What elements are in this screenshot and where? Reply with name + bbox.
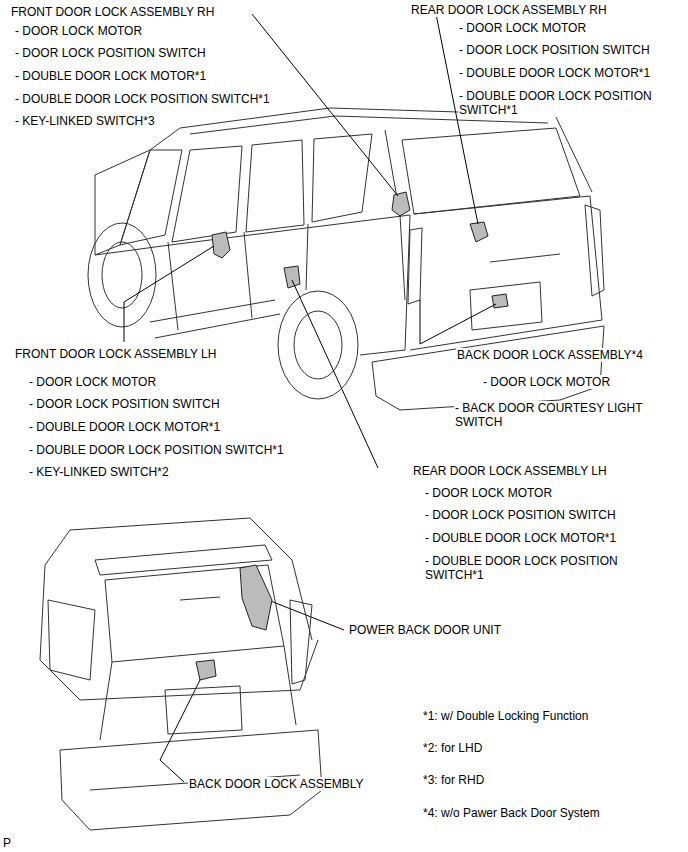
part-label: BACK DOOR LOCK ASSEMBLY*4 (456, 348, 644, 362)
part-label: - DOUBLE DOOR LOCK MOTOR*1 (28, 420, 221, 434)
part-label: - DOUBLE DOOR LOCK POSITION SWITCH*1 (458, 89, 675, 117)
front-wheel (88, 223, 156, 327)
side-window (246, 140, 304, 232)
door-lock-assembly (392, 192, 410, 216)
leader-line (252, 14, 398, 196)
part-label: - DOUBLE DOOR LOCK MOTOR*1 (458, 66, 651, 80)
part-label: - DOOR LOCK MOTOR (458, 21, 587, 35)
part-label: *3: for RHD (422, 773, 485, 787)
part-label: - DOOR LOCK POSITION SWITCH (14, 46, 207, 60)
upper-vehicle (88, 108, 604, 410)
door-lock-assembly (284, 266, 300, 288)
part-label: POWER BACK DOOR UNIT (348, 623, 502, 637)
part-label: - DOOR LOCK MOTOR (424, 486, 553, 500)
rear-wheel (278, 291, 358, 399)
rear-glass (402, 128, 580, 214)
part-label: - BACK DOOR COURTESY LIGHT SWITCH (454, 401, 656, 429)
leader-line (292, 280, 378, 468)
front-wheel (102, 242, 142, 308)
roof-line (150, 108, 592, 192)
part-label: REAR DOOR LOCK ASSEMBLY RH (410, 3, 608, 17)
part-label: - DOOR LOCK MOTOR (482, 375, 611, 389)
roof-line (45, 518, 312, 640)
part-label: - DOOR LOCK MOTOR (28, 375, 157, 389)
door-lock-assembly (470, 222, 488, 242)
side-window (172, 146, 242, 242)
rear-glass (105, 565, 284, 662)
high-mount-lamp (490, 254, 560, 262)
back-door-lock-assembly (196, 660, 216, 680)
leader-line (124, 246, 214, 342)
part-label: - DOOR LOCK MOTOR (14, 24, 143, 38)
part-label: - DOUBLE DOOR LOCK MOTOR*1 (14, 69, 207, 83)
part-label: - DOUBLE DOOR LOCK POSITION SWITCH*1 (424, 554, 641, 582)
door-lock-assembly (212, 232, 230, 258)
part-label: - DOOR LOCK POSITION SWITCH (424, 508, 617, 522)
part-label: *1: w/ Double Locking Function (422, 709, 589, 723)
rear-body (40, 565, 318, 740)
part-label: REAR DOOR LOCK ASSEMBLY LH (412, 464, 608, 478)
front-fender (95, 150, 150, 255)
roof-rail (190, 116, 548, 134)
door-line (168, 224, 308, 330)
license-recess (165, 686, 242, 734)
leader-line (420, 300, 496, 344)
part-label: - DOOR LOCK POSITION SWITCH (458, 43, 651, 57)
part-label: FRONT DOOR LOCK ASSEMBLY RH (10, 5, 215, 19)
back-door-lock-assembly (492, 294, 508, 308)
lower-components (196, 565, 272, 680)
lock-components (212, 192, 508, 308)
part-label: - DOUBLE DOOR LOCK POSITION SWITCH*1 (14, 92, 271, 106)
part-label: *2: for LHD (422, 741, 483, 755)
tail-light (48, 600, 312, 684)
tail-light (408, 205, 604, 304)
windshield (120, 150, 182, 245)
rear-bumper (372, 326, 604, 410)
part-label: FRONT DOOR LOCK ASSEMBLY LH (14, 347, 217, 361)
rocker-panel (150, 300, 280, 338)
power-back-door-unit (240, 565, 272, 630)
license-recess (470, 282, 542, 330)
part-label: - KEY-LINKED SWITCH*3 (14, 114, 156, 128)
body-side (95, 215, 410, 355)
part-label: BACK DOOR LOCK ASSEMBLY (188, 777, 365, 791)
part-label: - DOUBLE DOOR LOCK POSITION SWITCH*1 (28, 443, 285, 457)
page-mark: P (2, 836, 12, 850)
part-label: - DOOR LOCK POSITION SWITCH (28, 397, 221, 411)
part-label: *4: w/o Pawer Back Door System (422, 806, 601, 820)
part-label: - DOUBLE DOOR LOCK MOTOR*1 (424, 531, 617, 545)
rear-body (410, 196, 602, 350)
high-mount-lamp (180, 597, 220, 600)
side-window (312, 134, 372, 222)
part-label: - KEY-LINKED SWITCH*2 (28, 465, 170, 479)
rear-wheel (294, 311, 342, 379)
